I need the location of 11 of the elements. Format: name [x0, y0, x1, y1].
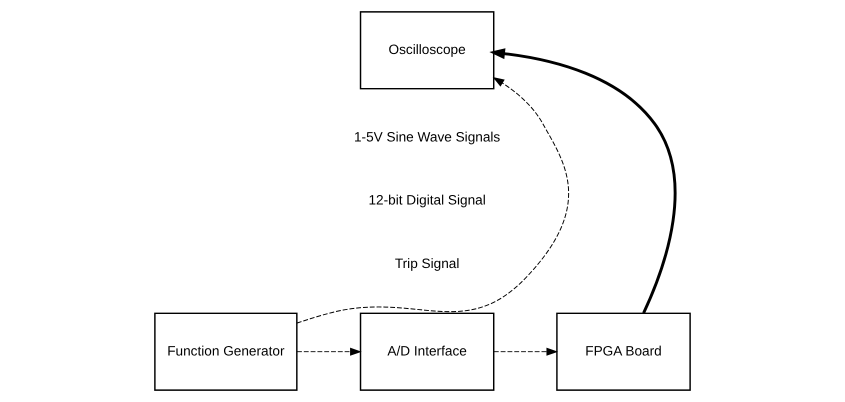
arrow — [489, 48, 676, 314]
arrow — [296, 348, 362, 356]
node-box: Oscilloscope — [360, 11, 494, 90]
legend-label: 1-5V Sine Wave Signals — [354, 129, 500, 144]
arrow — [296, 77, 569, 324]
legend-label: Trip Signal — [394, 256, 460, 271]
legend-label: 12-bit Digital Signal — [368, 192, 486, 208]
arrow — [493, 348, 558, 356]
node-box: Function Generator — [154, 312, 298, 391]
node-box: A/D Interface — [360, 312, 494, 391]
node-box: FPGA Board — [556, 312, 691, 391]
